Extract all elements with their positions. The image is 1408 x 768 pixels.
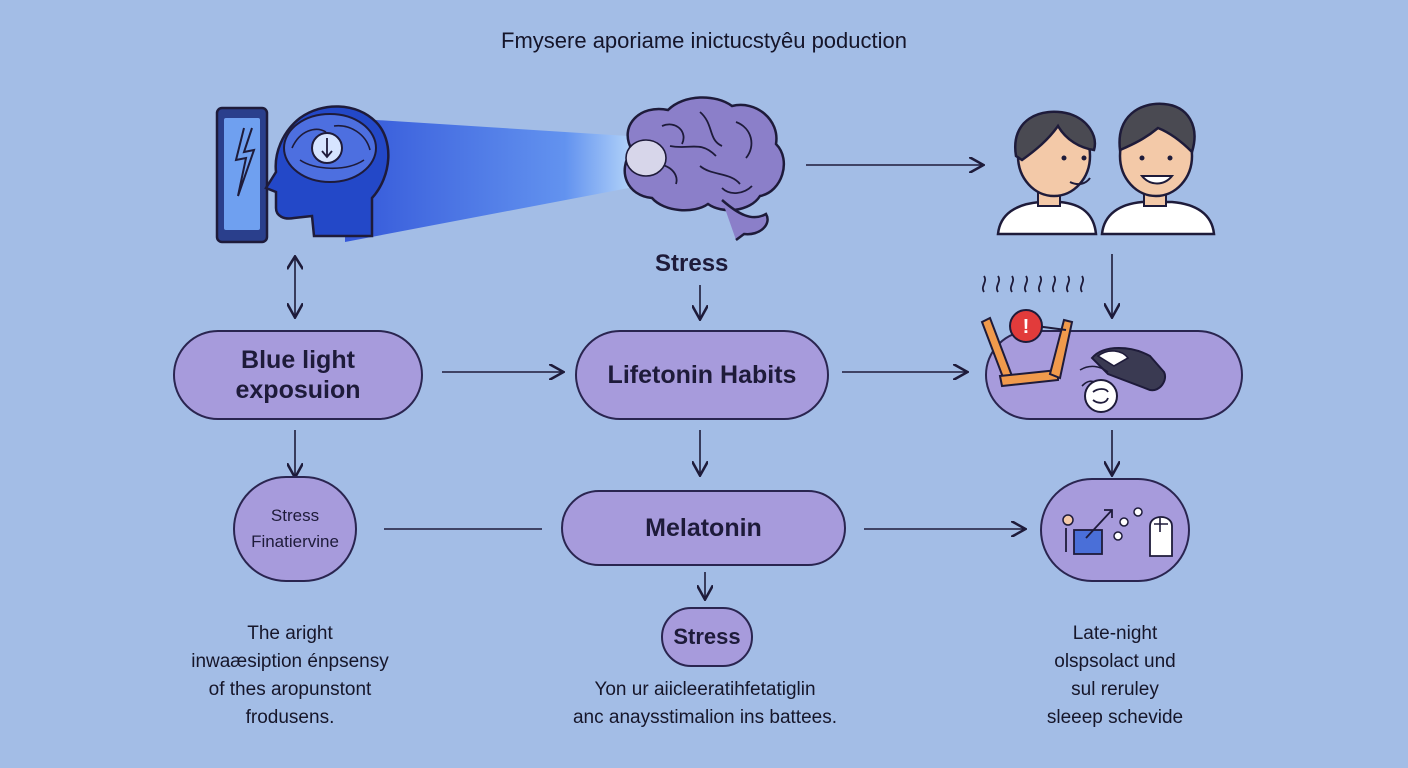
tired-person-icon — [980, 275, 1085, 388]
alert-icon: ! — [1009, 309, 1043, 343]
tablet-icon — [215, 106, 269, 244]
head-brain-icon — [264, 105, 390, 238]
left-note: The aright inwaæsiption énpsensy of thes… — [150, 620, 430, 732]
svg-text:!: ! — [1023, 316, 1030, 338]
sleep-mask-icon — [1079, 347, 1166, 413]
stress-circle-line2: Finatiervine — [251, 532, 339, 551]
light-beam — [345, 118, 660, 242]
stress-top-label: Stress — [655, 250, 729, 277]
right-note: Late-night olspsolact und sul reruley sl… — [1000, 620, 1230, 732]
melatonin-node-label: Melatonin — [645, 513, 762, 542]
stress-circle-line1: Stress — [270, 506, 320, 525]
right-note-line2: olspsolact und — [1054, 651, 1176, 672]
center-note-line1: Yon ur aiicleeratihfetatiglin — [594, 679, 816, 700]
stress-circle-node: Stress Finatiervine — [233, 476, 357, 582]
habits-node-label: Lifetonin Habits — [607, 360, 797, 389]
melatonin-node: Melatonin — [561, 490, 846, 566]
left-note-line1: The aright — [247, 623, 333, 644]
center-note-line2: anc anaysstimalion ins battees. — [572, 707, 838, 728]
left-note-line2: inwaæsiption énpsensy — [191, 651, 389, 672]
habits-node: Lifetonin Habits — [575, 330, 829, 420]
blue-light-node-line2: exposuion — [235, 376, 361, 404]
diagram-title: Fmysere aporiame inictucstyêu poduction — [501, 28, 907, 53]
left-note-line4: frodusens. — [245, 707, 335, 728]
center-note: Yon ur aiicleeratihfetatiglin anc anayss… — [530, 676, 880, 732]
two-people-icon — [996, 102, 1216, 236]
right-note-line1: Late-night — [1072, 623, 1158, 644]
right-note-line4: sleeep schevide — [1046, 707, 1184, 728]
blue-light-node-line1: Blue light — [241, 346, 355, 374]
stress-bottom-label: Stress — [673, 624, 741, 649]
stress-bottom-node: Stress — [661, 607, 753, 667]
blue-light-node: Blue light exposuion — [173, 330, 423, 420]
right-note-line3: sul reruley — [1071, 679, 1159, 700]
brain-icon — [623, 96, 786, 241]
left-note-line3: of thes aropunstont — [208, 679, 372, 700]
